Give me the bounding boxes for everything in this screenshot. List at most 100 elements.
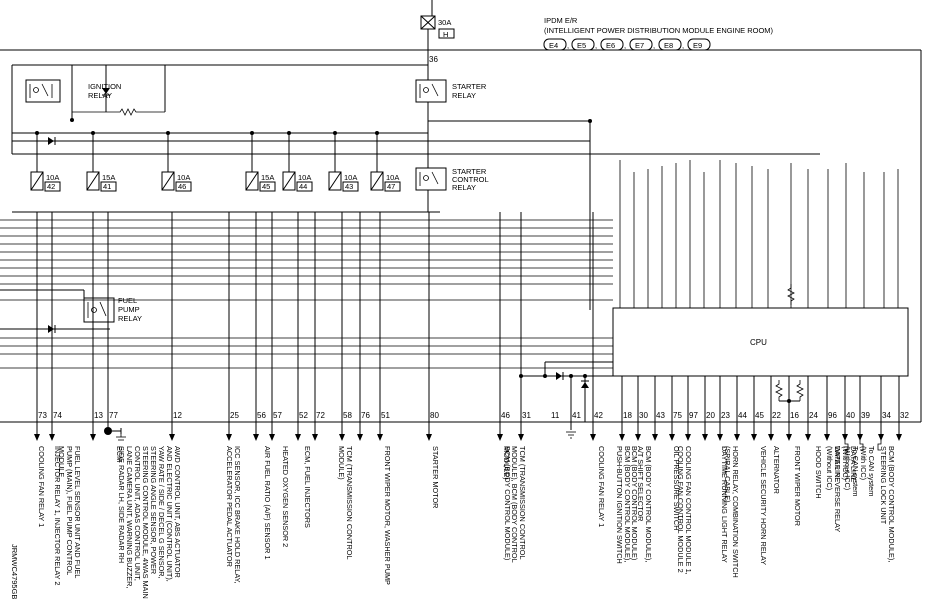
connector-e6: E6 <box>606 41 615 50</box>
pin-46: 46 <box>501 411 510 420</box>
fuel-pump-label-3: RELAY <box>118 314 142 323</box>
output-label: COOLING FAN CONTROL MODULE 2 <box>676 446 685 573</box>
fuse-amp: 15A <box>261 173 274 182</box>
output-label: TCM (TRANSMISSION CONTROL <box>518 446 527 560</box>
output-label: ICC SENSOR, ICC BRAKE HOLD RELAY, <box>233 446 242 584</box>
output-label: DATA LINE <box>849 446 858 482</box>
pin-11: 11 <box>551 411 560 420</box>
output-label: TCM (TRANSMISSION CONTROL <box>345 446 354 560</box>
output-label: MODULE) <box>502 446 511 480</box>
pin-77: 77 <box>109 411 118 420</box>
output-brackets <box>844 440 882 451</box>
output-label: DAYTIME RUNNING LIGHT RELAY <box>720 446 729 563</box>
output-label: PUMP (MAIN), FUEL PUMP CONTROL <box>65 446 74 575</box>
starter-control-relay: STARTER CONTROL RELAY <box>415 167 489 192</box>
starter-relay: STARTER RELAY <box>415 79 487 103</box>
starter-relay-label-2: RELAY <box>452 91 476 100</box>
main-fuse: 30A H 36 <box>420 0 455 64</box>
output-label: BCM (BODY CONTROL MODULE) <box>630 446 639 560</box>
output-label: ECM, FUEL INJECTORS <box>303 446 312 528</box>
starter-control-label-2: CONTROL <box>452 175 489 184</box>
cpu-label: CPU <box>750 338 767 347</box>
output-label: HEATED OXYGEN SENSOR 2 <box>281 446 290 547</box>
pin-52: 52 <box>299 411 308 420</box>
output-label: COOLING FAN RELAY 1 <box>597 446 606 527</box>
svg-text:,: , <box>682 41 684 50</box>
output-label: BCM (BODY CONTROL MODULE), <box>644 446 653 562</box>
pin-80: 80 <box>430 411 439 420</box>
starter-relay-label-1: STARTER <box>452 82 487 91</box>
output-label: (Without ICC) <box>825 446 834 490</box>
pin-20: 20 <box>706 411 715 420</box>
output-label: DATA LINE <box>833 446 842 482</box>
fuel-pump-relay: FUEL PUMP RELAY <box>0 289 142 333</box>
output-label: To CAN system <box>851 446 860 496</box>
pin-31: 31 <box>522 411 531 420</box>
pin-96: 96 <box>828 411 837 420</box>
main-fuse-pin: 36 <box>429 55 438 64</box>
fuse-amp: 10A <box>298 173 311 182</box>
output-label: STEERING ANGLE SENSOR, POWER <box>149 446 158 574</box>
output-label: AND ELECTRIC UNIT (CONTROL UNIT), <box>165 446 174 582</box>
pin-74: 74 <box>53 411 62 420</box>
output-label: LANE CAMERA UNIT, WARNING BUZZER, <box>125 446 134 588</box>
pin-56: 56 <box>257 411 266 420</box>
svg-text:,: , <box>653 41 655 50</box>
output-label: ACCELERATOR PEDAL ACTUATOR <box>225 446 234 567</box>
output-label: To CAN system <box>867 446 876 496</box>
fuse-number: 47 <box>387 182 395 191</box>
output-label: FRONT WIPER MOTOR, WASHER PUMP <box>383 446 392 585</box>
output-label: VEHICLE SECURITY HORN RELAY <box>759 446 768 565</box>
output-label: A/T SHIFT SELECTOR <box>636 446 645 521</box>
output-label: YAW RATE / SIDE / DECEL G SENSOR, <box>157 446 166 579</box>
main-fuse-amp: 30A <box>438 18 451 27</box>
pin-41: 41 <box>572 411 581 420</box>
output-label: WIPER REVERSE RELAY <box>833 446 842 532</box>
output-label: FUEL LEVEL SENSOR UNIT AND FUEL <box>73 446 82 578</box>
output-label: INJECTOR RELAY 1, INJECTOR RELAY 2 <box>53 446 62 586</box>
output-label: (With ICC) <box>859 446 868 480</box>
output-label: COOLING FAN CONTROL MODULE 1, <box>684 446 693 575</box>
pin-73: 73 <box>38 411 47 420</box>
svg-text:,: , <box>567 41 569 50</box>
output-label: HOOD SWITCH <box>814 446 823 499</box>
cpu-block: CPU <box>612 307 909 377</box>
pin-23: 23 <box>721 411 730 420</box>
pin-12: 12 <box>173 411 182 420</box>
output-label: MODULE) <box>337 446 346 480</box>
pin-30: 30 <box>639 411 648 420</box>
connector-e7: E7 <box>635 41 644 50</box>
fuse-number: 44 <box>299 182 307 191</box>
output-label: ALTERNATOR <box>772 446 781 494</box>
connector-list: E4 , E5 , E6 , E7 , E8 , E9 <box>543 38 711 51</box>
pin-34: 34 <box>882 411 891 420</box>
connector-e9: E9 <box>693 41 702 50</box>
fuse-amp: 10A <box>177 173 190 182</box>
output-label: STEERING CONTROL MODULE, 4WAS MAIN <box>141 446 150 599</box>
output-labels: COOLING FAN RELAY 1 INJECTOR RELAY 1, INJ… <box>37 446 896 599</box>
connector-e4: E4 <box>549 41 558 50</box>
starter-control-label-3: RELAY <box>452 183 476 192</box>
fuse-amp: 15A <box>102 173 115 182</box>
pin-72: 72 <box>316 411 325 420</box>
output-label: CONTROL UNIT, ADAS CONTROL UNIT, <box>133 446 142 581</box>
pin-45: 45 <box>755 411 764 420</box>
fuse-number: 45 <box>262 182 270 191</box>
module-title: IPDM E/R <box>544 16 578 25</box>
pin-22: 22 <box>772 411 781 420</box>
pin-40: 40 <box>846 411 855 420</box>
output-label: COOLING FAN RELAY 1 <box>37 446 46 527</box>
ecm-ground <box>104 427 126 441</box>
frame-lines <box>0 49 922 423</box>
output-label: BCM (BODY CONTROL MODULE), <box>887 446 896 562</box>
pin-43: 43 <box>656 411 665 420</box>
output-label: MODULE), BCM (BODY CONTROL <box>510 446 519 563</box>
